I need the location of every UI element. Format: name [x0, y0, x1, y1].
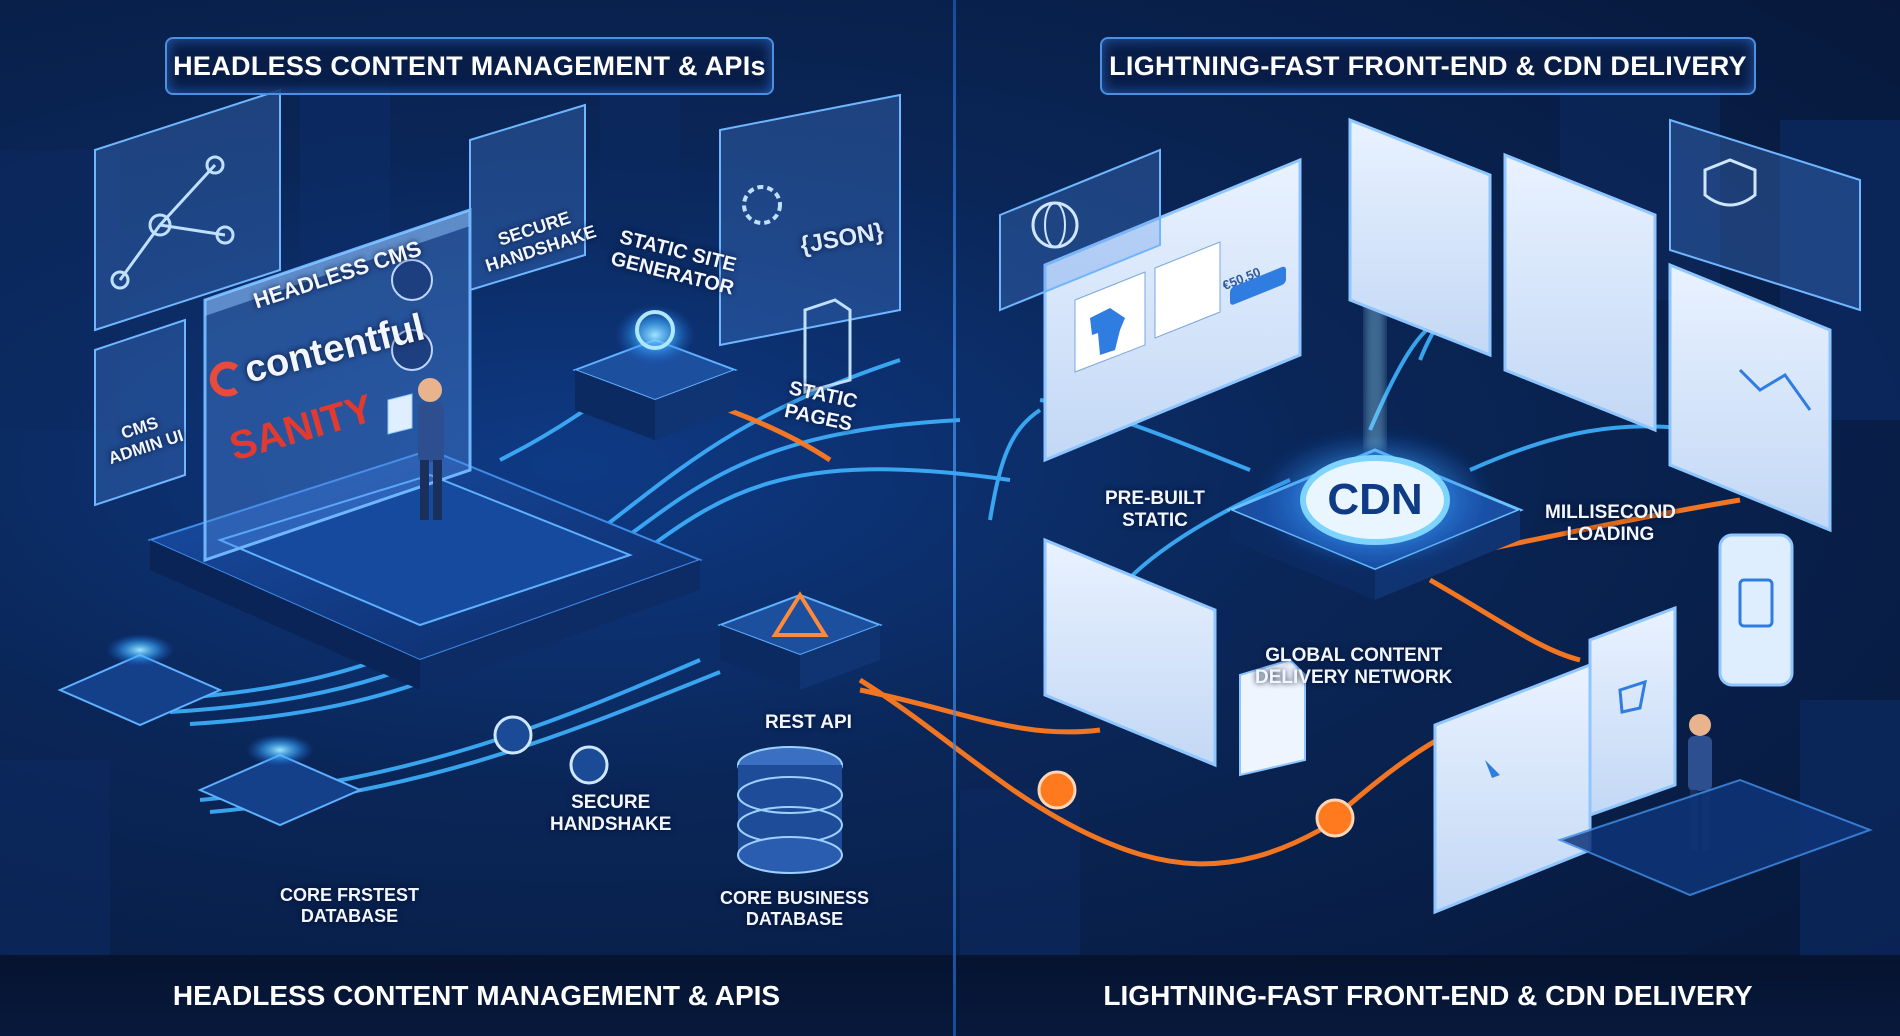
rest-api-device [717, 591, 883, 690]
page-document [1239, 658, 1306, 777]
rest-api-label: REST API [765, 712, 852, 733]
headless-cms-screen [203, 207, 472, 563]
person-with-tablet [387, 378, 444, 520]
json-panel [719, 93, 901, 394]
core-frstest-db-label: CORE FRSTEST DATABASE [280, 885, 420, 926]
global-cdn-label: GLOBAL CONTENT DELIVERY NETWORK [1255, 645, 1453, 688]
cdn-label: CDN [1327, 475, 1423, 524]
secure-handshake-bottom-label: SECURE HANDSHAKE [550, 792, 672, 835]
tablet-device [1588, 605, 1677, 818]
phone-device [1718, 533, 1794, 687]
globe-panel [999, 148, 1161, 312]
delivery-platform [1557, 778, 1873, 897]
core-business-db-label: CORE BUSINESS DATABASE [720, 888, 870, 929]
cms-admin-panel [94, 318, 186, 507]
ecommerce-window [1043, 157, 1302, 463]
cms-platform-base [147, 448, 703, 690]
right-footer-title: LIGHTNING-FAST FRONT-END & CDN DELIVERY [956, 955, 1900, 1036]
database-nodes [57, 634, 363, 827]
security-panel [1669, 118, 1861, 312]
cdn-hub [1226, 300, 1524, 600]
lock-icons [493, 715, 1355, 838]
prebuilt-static-label: PRE-BUILT STATIC [1105, 488, 1205, 531]
content-window-1 [1348, 117, 1492, 358]
business-database [737, 746, 843, 874]
network-panel [94, 88, 281, 332]
ssg-device [572, 305, 738, 440]
chart-window [1668, 262, 1832, 533]
left-footer-title: HEADLESS CONTENT MANAGEMENT & APIS [0, 955, 953, 1036]
prebuilt-window [1043, 537, 1217, 768]
panel-divider [953, 0, 956, 1036]
content-window-2 [1503, 152, 1657, 433]
secure-handshake-panel-top [469, 103, 586, 292]
browser-window-bottom [1433, 662, 1592, 915]
millisecond-loading-label: MILLISECOND LOADING [1545, 502, 1676, 545]
left-header-title: HEADLESS CONTENT MANAGEMENT & APIs [165, 37, 774, 95]
right-header-title: LIGHTNING-FAST FRONT-END & CDN DELIVERY [1100, 37, 1756, 95]
